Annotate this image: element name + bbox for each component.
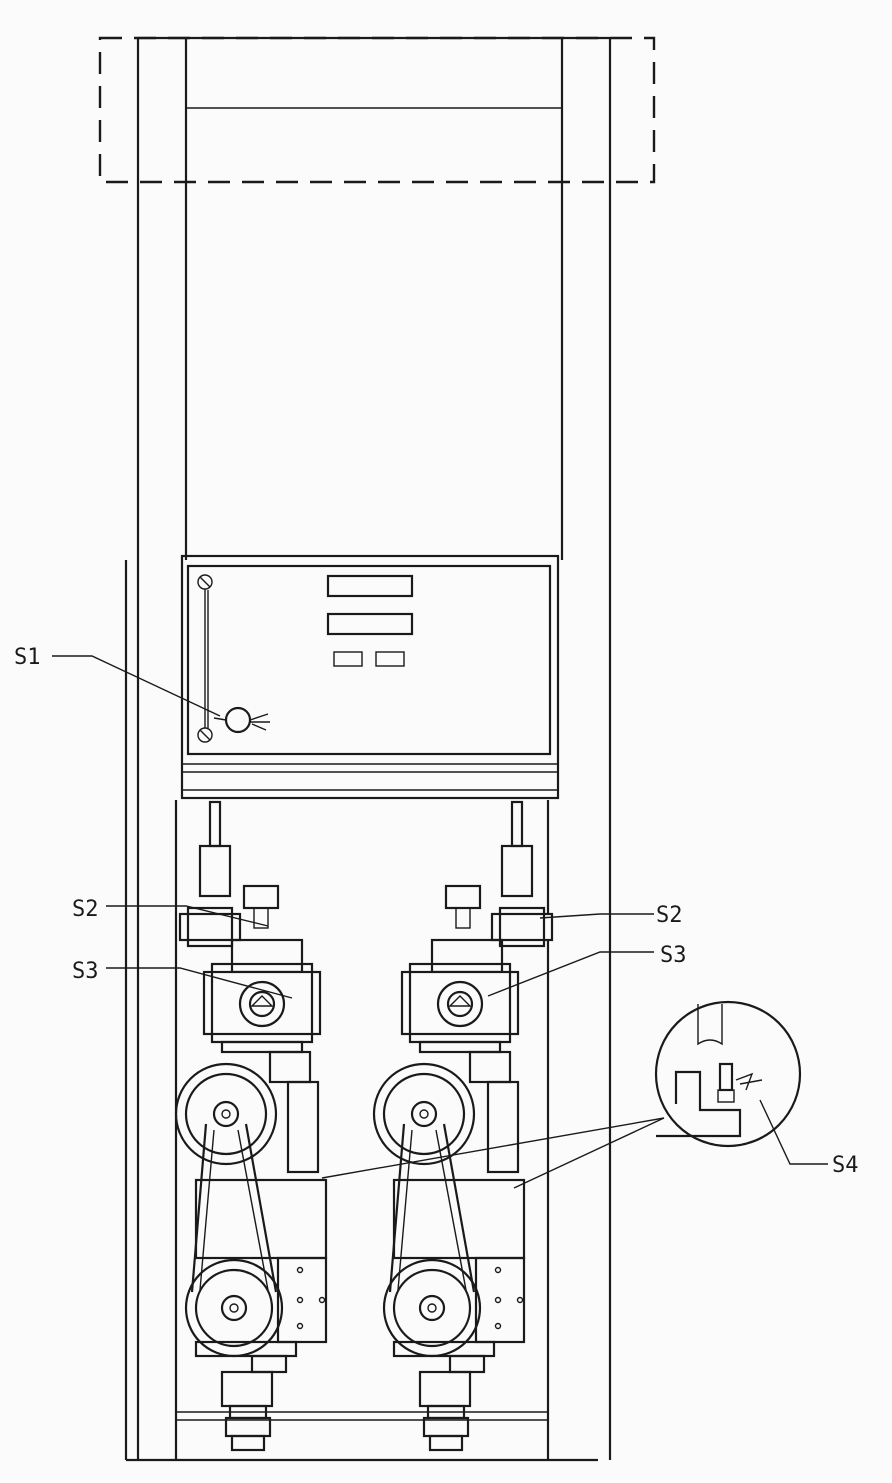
pump-unit-left	[174, 800, 328, 1452]
switch-s1-icon	[224, 706, 252, 734]
leader-lines	[52, 655, 828, 1189]
label-s2-right: S2	[656, 903, 683, 928]
detail-circle-s4	[654, 1000, 802, 1148]
amount-window	[326, 574, 414, 598]
canopy-outline	[98, 36, 656, 184]
label-s2-left: S2	[72, 897, 99, 922]
label-s4: S4	[832, 1153, 859, 1178]
label-s3-left: S3	[72, 959, 99, 984]
label-s1: S1	[14, 645, 41, 670]
display-panel	[180, 554, 560, 800]
price-window-right	[375, 651, 405, 667]
pump-unit-right	[372, 800, 554, 1452]
cabinet-frame	[124, 36, 612, 1462]
volume-window	[326, 612, 414, 636]
price-window-left	[333, 651, 363, 667]
label-s3-right: S3	[660, 943, 687, 968]
